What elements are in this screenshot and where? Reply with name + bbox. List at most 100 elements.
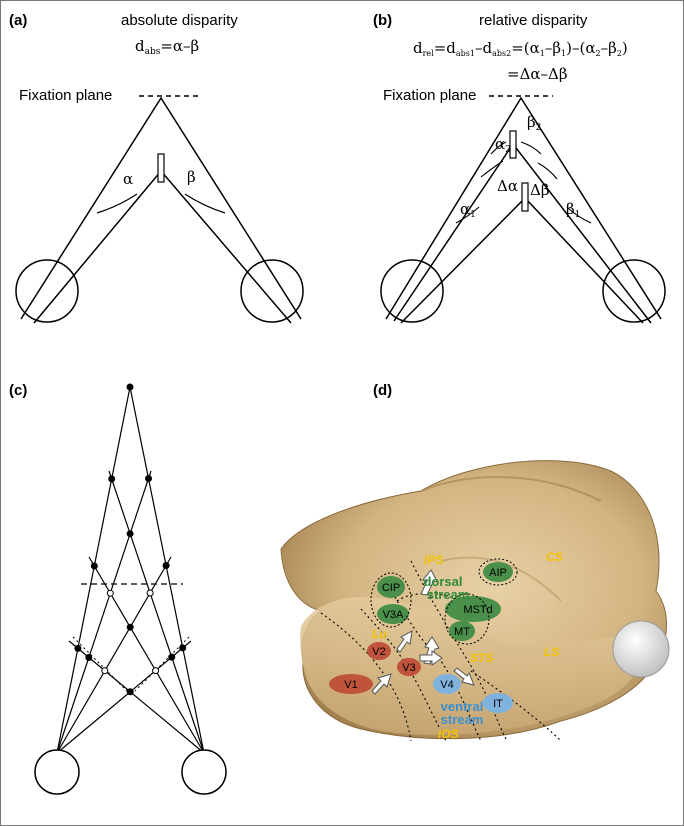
panel-b-delta-alpha: Δα	[497, 177, 518, 195]
panel-a-alpha: α	[123, 170, 133, 188]
lattice-node	[90, 562, 98, 570]
panel-b-object2	[521, 182, 529, 212]
lattice-node	[126, 688, 134, 696]
label-mt: MT	[454, 626, 470, 638]
lattice-node	[74, 644, 82, 652]
panel-b-fixation-lines	[385, 96, 662, 320]
lattice-left-ray	[56, 556, 172, 754]
lattice-node	[168, 653, 176, 661]
label-lu: Lu	[372, 627, 387, 641]
area-v3a	[377, 604, 409, 624]
stream-labels: dorsal stream ventral stream	[423, 574, 483, 727]
panel-c-lattice	[56, 383, 205, 754]
area-it	[483, 693, 513, 713]
label-sts: STS	[470, 651, 493, 665]
area-v2	[367, 642, 391, 660]
panel-a-alpha-arc	[96, 193, 138, 214]
panel-c-left-eye	[34, 749, 80, 795]
label-cs: CS	[546, 550, 563, 564]
panel-c-right-eye	[181, 749, 227, 795]
area-v1	[329, 674, 373, 694]
lattice-node	[101, 667, 109, 675]
label-ios: IOS	[438, 727, 459, 741]
panel-a-label: (a)	[9, 12, 27, 29]
panel-b-equation-line1: drel=dabs1–dabs2=(α1–β1)–(α2–β2)	[413, 39, 628, 58]
label-cip: CIP	[382, 582, 400, 594]
lattice-node	[126, 530, 134, 538]
panel-a-left-eye	[15, 259, 79, 323]
panel-a-equation: dabs=α–β	[135, 37, 199, 57]
label-v1: V1	[344, 679, 357, 691]
panel-a-beta: β	[187, 168, 196, 186]
lattice-node	[146, 589, 154, 597]
lattice-node	[145, 475, 152, 482]
panel-b-label: (b)	[373, 12, 392, 29]
lattice-node	[152, 667, 160, 675]
panel-b-left-eye	[380, 259, 444, 323]
panel-b-beta1: β1	[566, 200, 580, 220]
panel-b-equation-line2: =Δα–Δβ	[507, 65, 568, 83]
panel-c-label: (c)	[9, 382, 27, 399]
panel-a: (a) absolute disparity dabs=α–β Fixation…	[9, 12, 304, 324]
lattice-right-ray	[108, 470, 205, 754]
label-mstd: MSTd	[463, 604, 492, 616]
lattice-node	[108, 475, 116, 483]
panel-c: (c)	[9, 382, 227, 795]
brain-lower-region	[300, 597, 644, 735]
label-aip: AIP	[489, 567, 507, 579]
panel-a-title: absolute disparity	[121, 12, 238, 29]
label-it: IT	[493, 698, 503, 710]
panel-b-delta-beta: Δβ	[530, 181, 550, 199]
label-v2: V2	[372, 646, 385, 658]
label-ventral-line2: stream	[441, 712, 484, 727]
label-dorsal-line1: dorsal	[423, 574, 462, 589]
lattice-left-ray	[56, 470, 152, 754]
label-v3: V3	[402, 662, 415, 674]
panel-a-fixation-lines	[20, 96, 302, 320]
label-v4: V4	[440, 679, 453, 691]
lattice-left-ray	[56, 386, 131, 754]
panel-b-alpha1: α1	[460, 200, 476, 220]
area-labels: V1 V2 V3 V3A CIP MT MSTd AIP V4 IT	[344, 567, 507, 710]
panel-b-alpha2: α2	[495, 135, 511, 155]
panel-a-right-eye	[240, 259, 304, 323]
panel-a-fixation-label: Fixation plane	[19, 87, 112, 104]
panel-b-delta-alpha-arc	[480, 160, 504, 178]
area-mt	[449, 621, 475, 641]
panel-b-object1	[509, 130, 517, 159]
panel-b-delta-beta-arc	[537, 162, 558, 180]
panel-a-object	[157, 153, 165, 183]
lattice-node	[126, 623, 134, 631]
panel-b-beta1-arc	[566, 206, 592, 224]
brain-fold-top	[420, 476, 602, 502]
panel-b-alpha2-arc	[490, 141, 507, 155]
panel-b-beta2: β2	[527, 113, 541, 133]
area-v4	[433, 674, 461, 694]
lattice-node	[162, 562, 170, 569]
lattice-right-ray	[129, 386, 205, 754]
label-ventral-line1: ventral	[441, 699, 484, 714]
area-outlines	[370, 558, 518, 645]
lattice-node	[85, 654, 93, 661]
label-dorsal-line2: stream	[427, 587, 470, 602]
lattice-node	[126, 383, 134, 391]
panel-b-beta2-arc	[520, 141, 542, 155]
panel-b-title: relative disparity	[479, 12, 588, 29]
panel-b: (b) relative disparity drel=dabs1–dabs2=…	[373, 12, 666, 324]
sulcus-labels: IPS CS LS STS Lu IOS	[372, 550, 563, 741]
panel-a-beta-arc	[184, 193, 226, 214]
area-cip	[377, 576, 405, 598]
panel-d-label: (d)	[373, 382, 392, 399]
panel-b-alpha1-arc	[455, 206, 480, 224]
lattice-right-ray	[88, 556, 205, 754]
lattice-node	[179, 644, 187, 652]
label-ips: IPS	[424, 553, 443, 567]
panel-b-fixation-label: Fixation plane	[383, 87, 476, 104]
area-v3	[397, 658, 421, 676]
panel-b-right-eye	[602, 259, 666, 323]
lattice-left-ray	[56, 640, 192, 754]
label-v3a: V3A	[383, 609, 404, 621]
cerebellum	[612, 620, 670, 678]
